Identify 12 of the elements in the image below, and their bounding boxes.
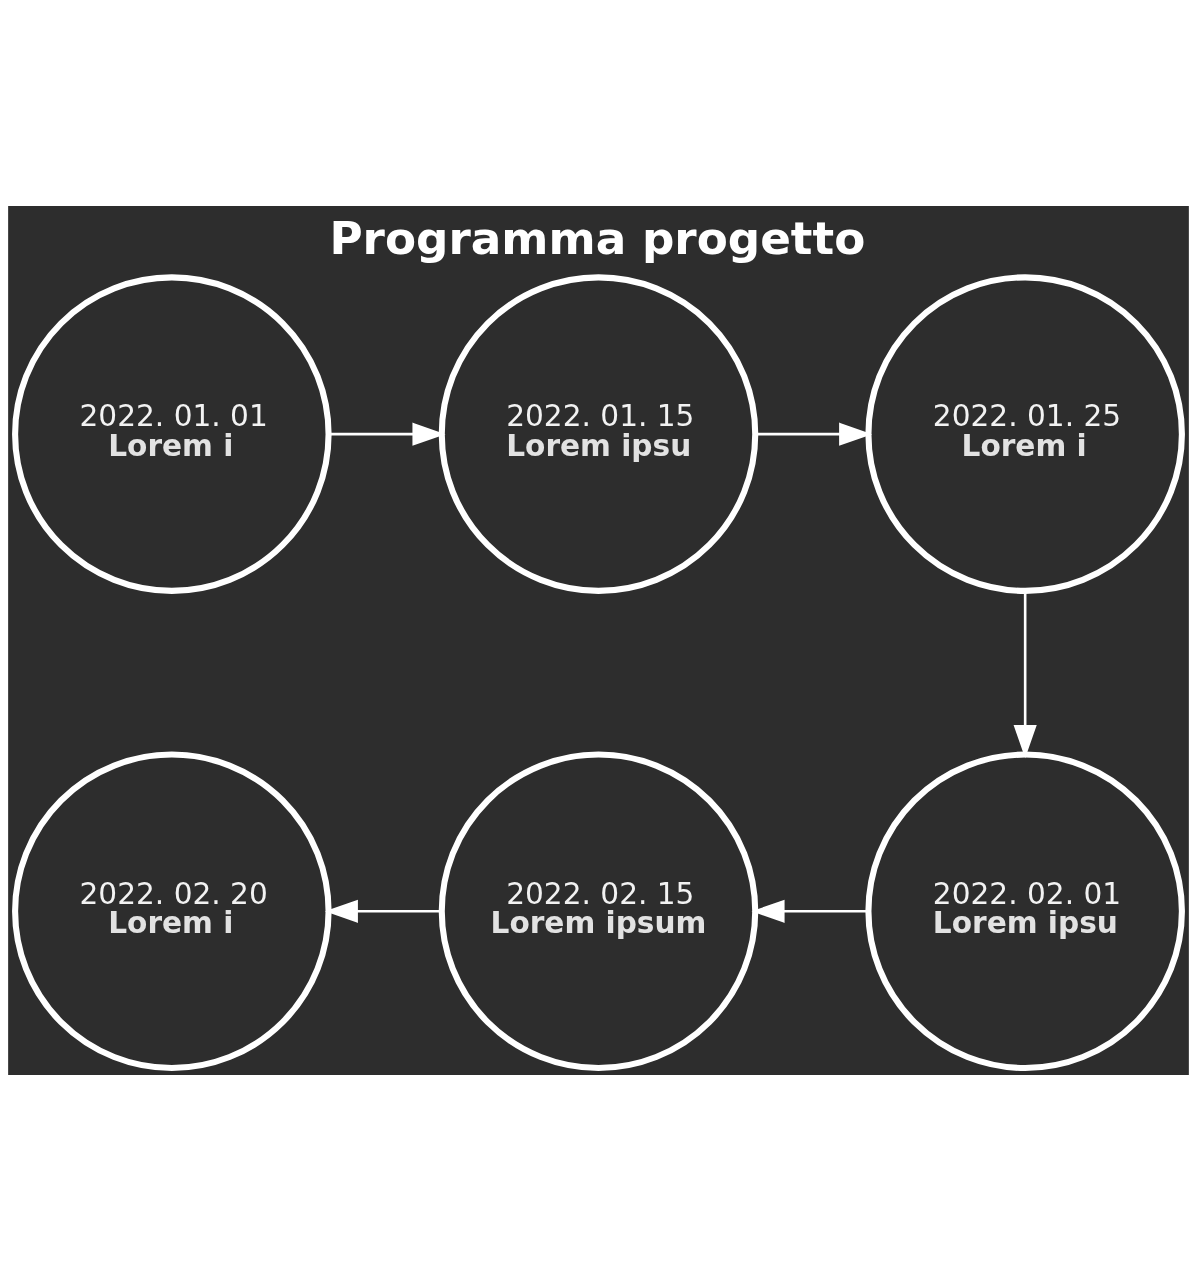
node-circle: 2022. 01. 01 Lorem i: [12, 273, 332, 594]
arrow: [328, 422, 446, 446]
node-circle: 2022. 02. 20 Lorem i: [12, 751, 332, 1071]
diagram-title: Programma progetto: [329, 211, 866, 265]
node-circle: 2022. 01. 15 Lorem ipsu: [438, 273, 759, 594]
arrow: [751, 899, 869, 923]
node-circle: 2022. 01. 25 Lorem i: [865, 273, 1185, 594]
arrow: [324, 899, 442, 923]
node-circle: 2022. 02. 01 Lorem ipsu: [865, 751, 1185, 1071]
arrow: [755, 422, 873, 446]
arrow: [1013, 590, 1037, 758]
node-circle: 2022. 02. 15 Lorem ipsum: [438, 751, 759, 1071]
